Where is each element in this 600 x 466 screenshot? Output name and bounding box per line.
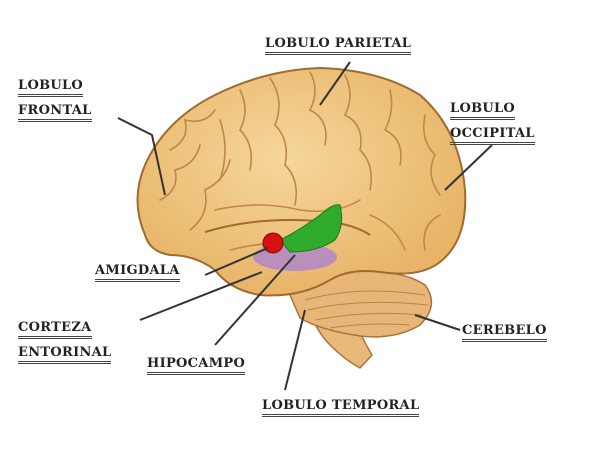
hipocampo-region xyxy=(279,204,343,253)
label-hipocampo: HIPOCAMPO xyxy=(147,356,246,381)
amigdala-region xyxy=(262,232,284,254)
cerebrum xyxy=(136,66,467,297)
label-lobulo-parietal: LOBULO PARIETAL xyxy=(265,36,412,61)
label-amigdala: AMIGDALA xyxy=(95,263,180,288)
label-lobulo-temporal: LOBULO TEMPORAL xyxy=(262,398,420,423)
label-cerebelo: CEREBELO xyxy=(462,323,547,348)
leader-lines xyxy=(117,61,493,391)
